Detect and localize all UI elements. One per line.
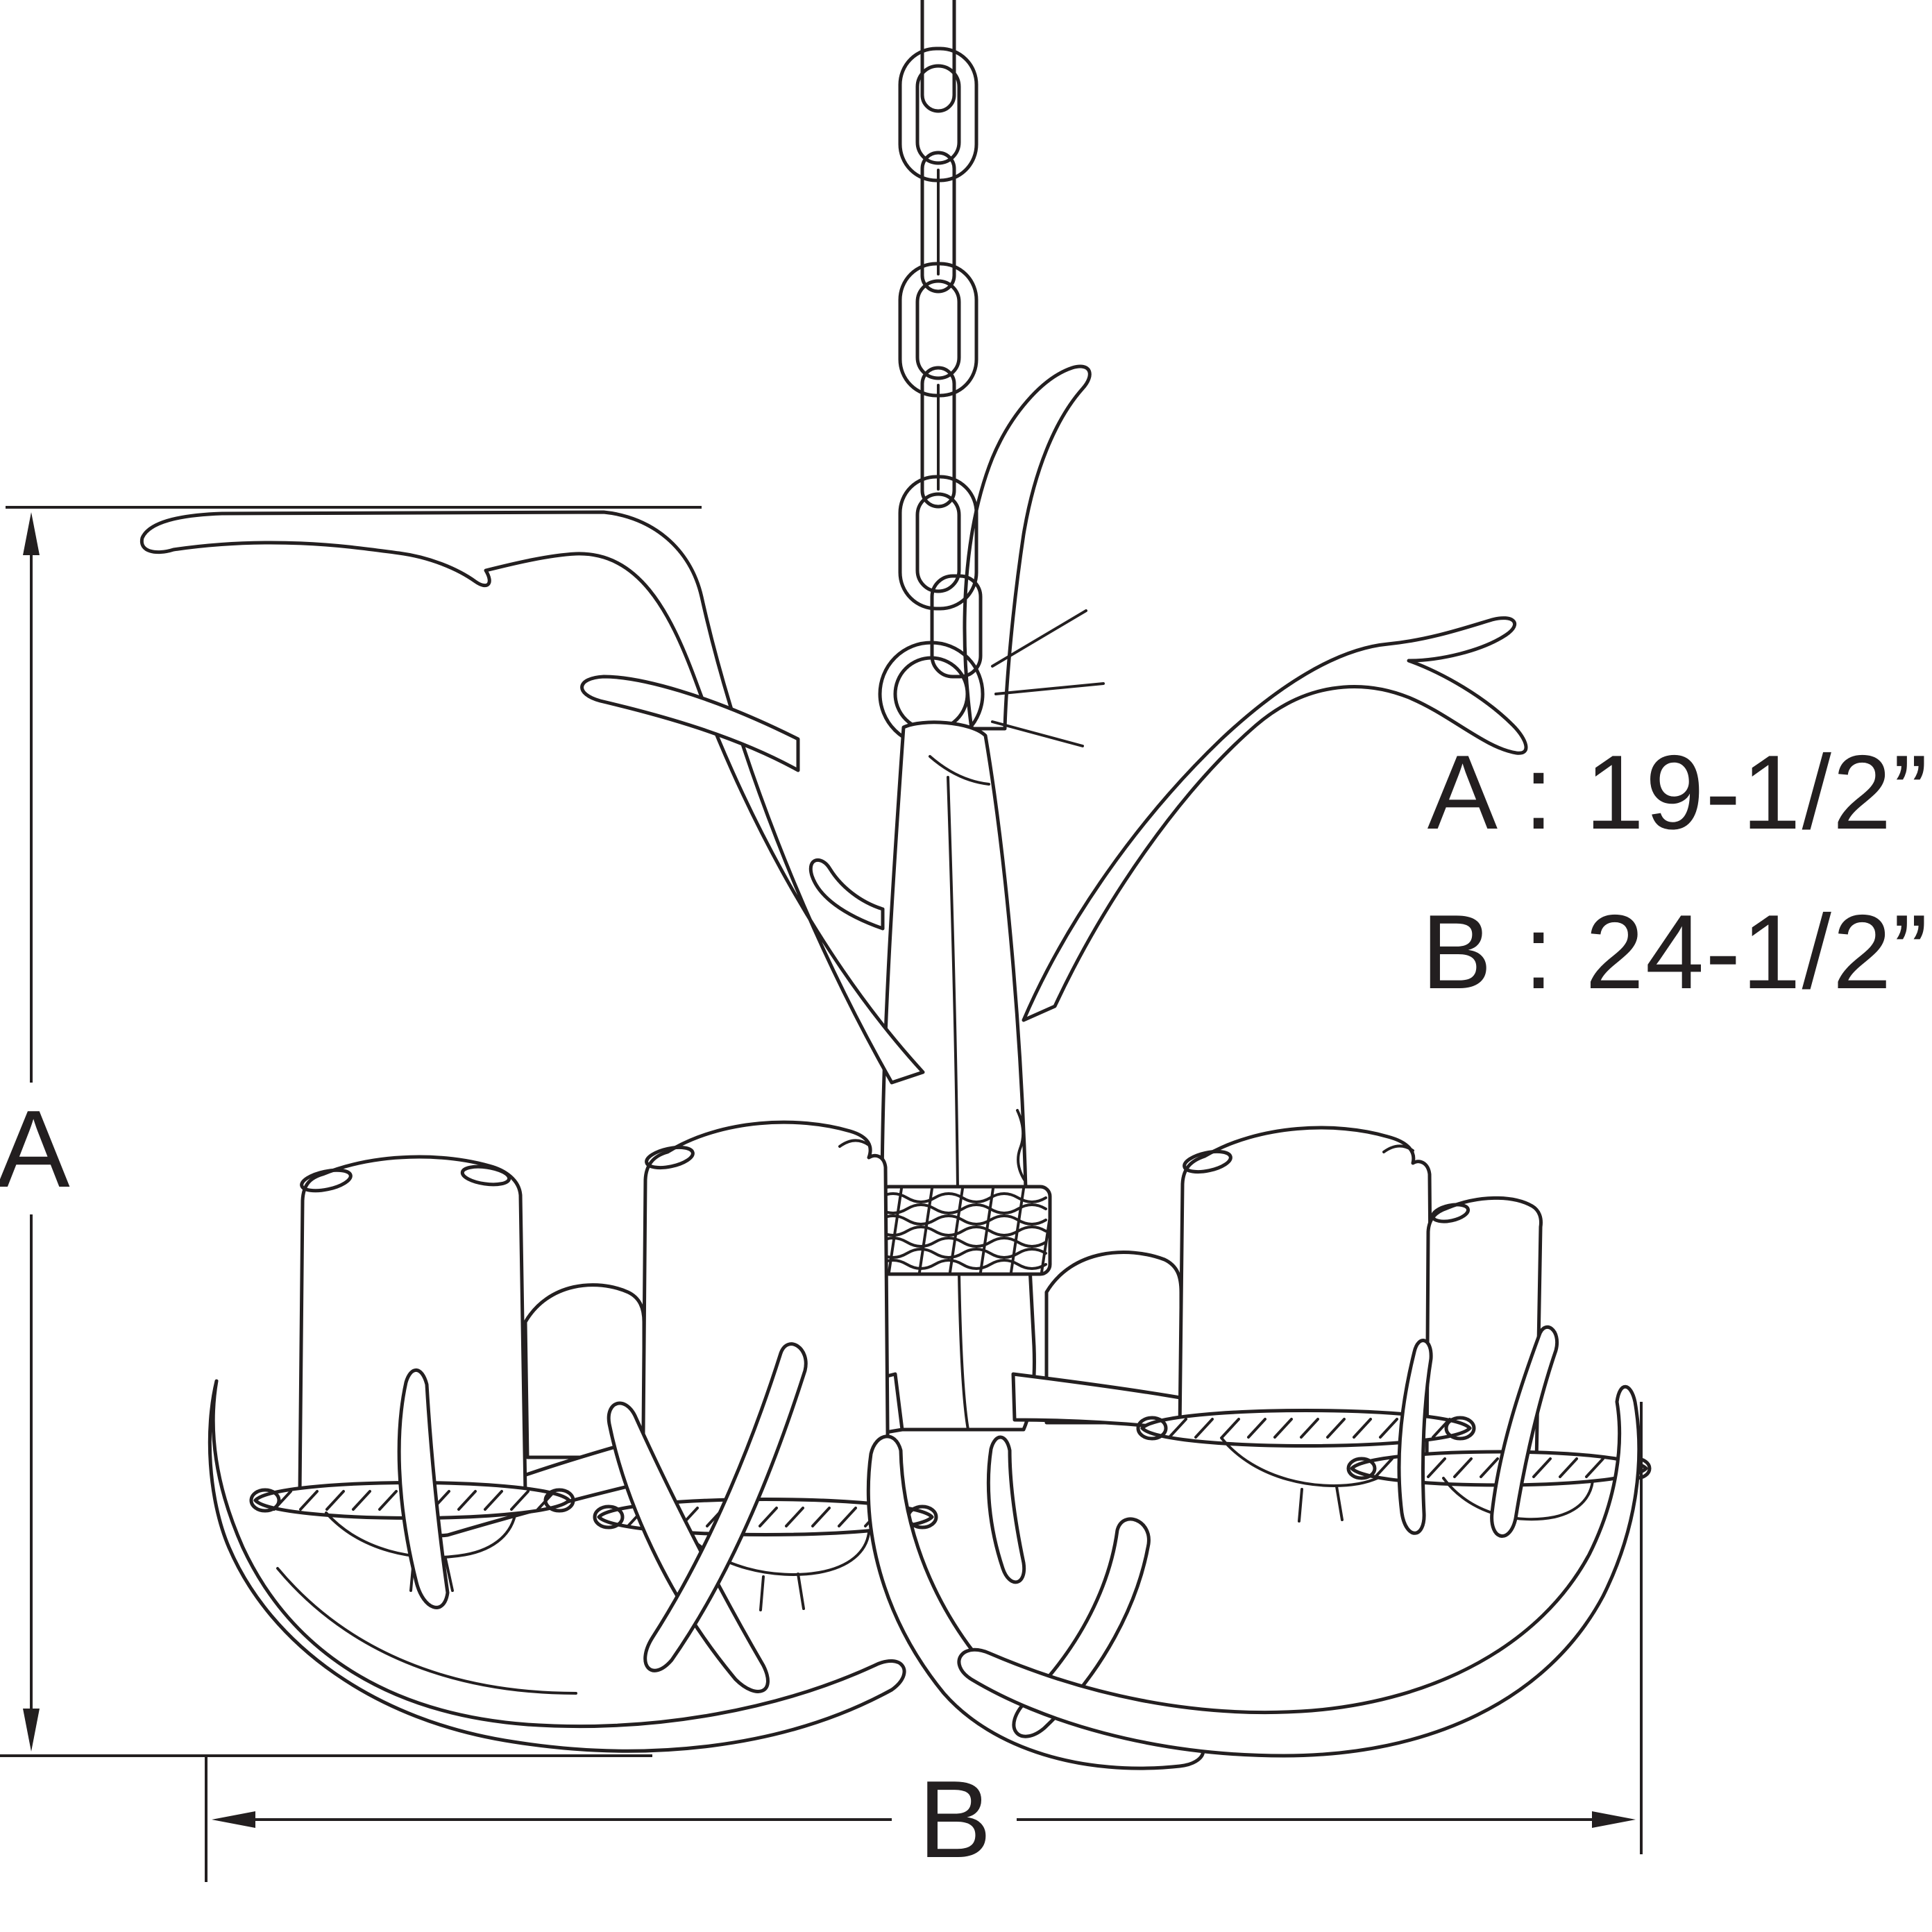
arrowhead-down — [23, 1709, 40, 1752]
candle-shade-3 — [1178, 1126, 1434, 1433]
candle-cup — [1442, 1477, 1594, 1521]
left-antler-arm — [207, 1379, 906, 1753]
antler-tine — [643, 1342, 808, 1672]
upper-tine-behind-chain — [963, 364, 1092, 731]
dimension-label-b: B — [918, 1759, 991, 1881]
dimension-label-a: A — [0, 1088, 70, 1210]
rope-wrap-band — [877, 1185, 1052, 1276]
right-antler-branch — [1022, 616, 1528, 1022]
dimension-annotations: A B A : 19-1/2” B : 24-1/2” — [0, 506, 1929, 1882]
candle-shade-4 — [1425, 1196, 1543, 1465]
dimension-spec-list: A : 19-1/2” B : 24-1/2” — [1421, 734, 1929, 1011]
spec-row-a: A : 19-1/2” — [1427, 734, 1929, 851]
candle-shade-1 — [298, 1155, 527, 1495]
hanging-chain — [898, 0, 983, 679]
arrowhead-up — [23, 512, 40, 555]
antler-tine — [986, 1435, 1026, 1584]
spec-row-b: B : 24-1/2” — [1421, 893, 1929, 1011]
left-sub-tine — [580, 675, 800, 772]
upper-antler-tines — [139, 510, 1528, 1085]
arrowhead-left — [212, 1811, 255, 1828]
antler-tine — [1490, 1325, 1559, 1538]
chain-connector — [930, 574, 983, 679]
candle-cup — [325, 1511, 516, 1559]
antler-tine — [607, 1401, 770, 1693]
trunk-stub-tine — [808, 858, 885, 931]
antler-basket — [207, 1325, 1641, 1770]
candle-shade-2 — [641, 1120, 890, 1518]
candle-shades — [298, 1120, 1543, 1518]
dimension-line-b: B — [212, 1759, 1636, 1881]
arrowhead-right — [1592, 1811, 1636, 1828]
dimension-line-a: A — [0, 512, 70, 1752]
right-antler-arm — [957, 1384, 1641, 1758]
antler-chandelier-art — [139, 0, 1652, 1770]
left-antler-tine — [139, 510, 925, 1085]
canopy-spokes — [991, 609, 1105, 747]
antler-tine — [397, 1368, 450, 1609]
antler-tine — [1397, 1339, 1433, 1535]
